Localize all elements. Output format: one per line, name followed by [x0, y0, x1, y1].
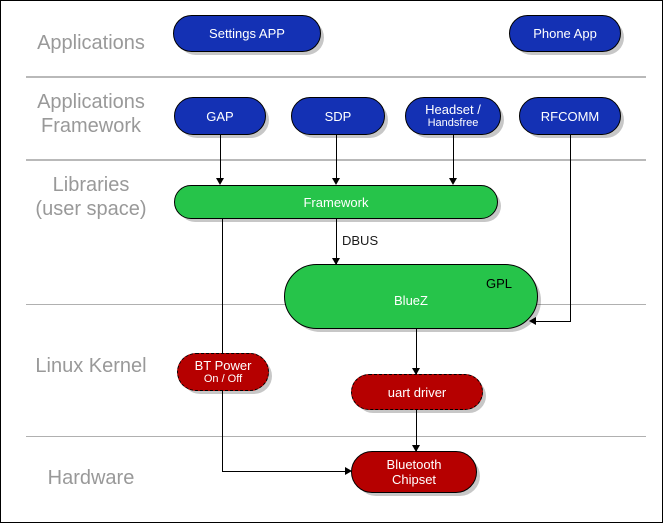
node-framework-shape	[174, 185, 498, 219]
node-bt-power-shape	[177, 353, 269, 391]
layer-label-libraries: Libraries (user space)	[35, 174, 147, 220]
edge-rfcomm-to-bluez-vline	[570, 135, 571, 322]
edge-headset-to-framework-arrow	[449, 178, 457, 185]
edge-bluez-to-uart-arrow	[412, 368, 420, 375]
node-sdp[interactable]: SDP	[291, 97, 385, 135]
edge-bluez-to-uart-line	[416, 329, 417, 374]
node-sdp-shape	[291, 97, 385, 135]
edge-sdp-to-framework-arrow	[332, 178, 340, 185]
node-bluetooth-chipset[interactable]: Bluetooth Chipset	[351, 451, 477, 493]
node-uart-driver[interactable]: uart driver	[351, 374, 483, 410]
edge-gap-to-framework-arrow	[216, 178, 224, 185]
node-bluez[interactable]: GPL BlueZ	[284, 264, 538, 329]
edge-sdp-to-framework-line	[336, 135, 337, 183]
layer-label-applications: Applications	[37, 32, 145, 54]
edge-headset-to-framework-line	[453, 135, 454, 183]
node-headset-handsfree[interactable]: Headset / Handsfree	[405, 97, 501, 135]
edge-gap-to-framework-line	[220, 135, 221, 183]
layer-label-hardware: Hardware	[47, 467, 135, 489]
edge-framework-to-bluez-line	[336, 218, 337, 264]
edge-rfcomm-to-bluez-arrow	[529, 317, 536, 325]
edge-framework-to-chipset-vline	[222, 218, 223, 472]
node-settings-app[interactable]: Settings APP	[173, 15, 321, 52]
node-bluez-license-label: GPL	[485, 276, 512, 291]
node-gap-shape	[174, 97, 266, 135]
edge-framework-to-bluez-arrow	[332, 258, 340, 265]
node-bluetooth-chipset-shape	[351, 451, 477, 493]
edge-label-dbus: DBUS	[342, 233, 379, 248]
node-rfcomm-shape	[519, 97, 621, 135]
node-phone-app[interactable]: Phone App	[509, 15, 621, 52]
node-framework[interactable]: Framework	[174, 185, 498, 219]
node-bluez-shape	[284, 264, 538, 329]
edge-rfcomm-to-bluez-hline	[536, 321, 571, 322]
node-uart-driver-shape	[351, 374, 483, 410]
node-phone-app-shape	[509, 15, 621, 52]
node-rfcomm[interactable]: RFCOMM	[519, 97, 621, 135]
node-bt-power[interactable]: BT Power On / Off	[177, 353, 269, 391]
layer-label-linux-kernel: Linux Kernel	[35, 355, 147, 377]
edge-framework-to-chipset-arrow	[345, 467, 352, 475]
edge-uart-to-chipset-line	[416, 410, 417, 451]
edge-uart-to-chipset-arrow	[412, 445, 420, 452]
node-settings-app-shape	[173, 15, 321, 52]
layer-label-applications-framework: Applications Framework	[37, 91, 145, 137]
edge-framework-to-chipset-hline	[222, 471, 348, 472]
divider-applications	[26, 76, 646, 78]
divider-kernel	[26, 436, 646, 437]
node-headset-handsfree-shape	[405, 97, 501, 135]
node-gap[interactable]: GAP	[174, 97, 266, 135]
